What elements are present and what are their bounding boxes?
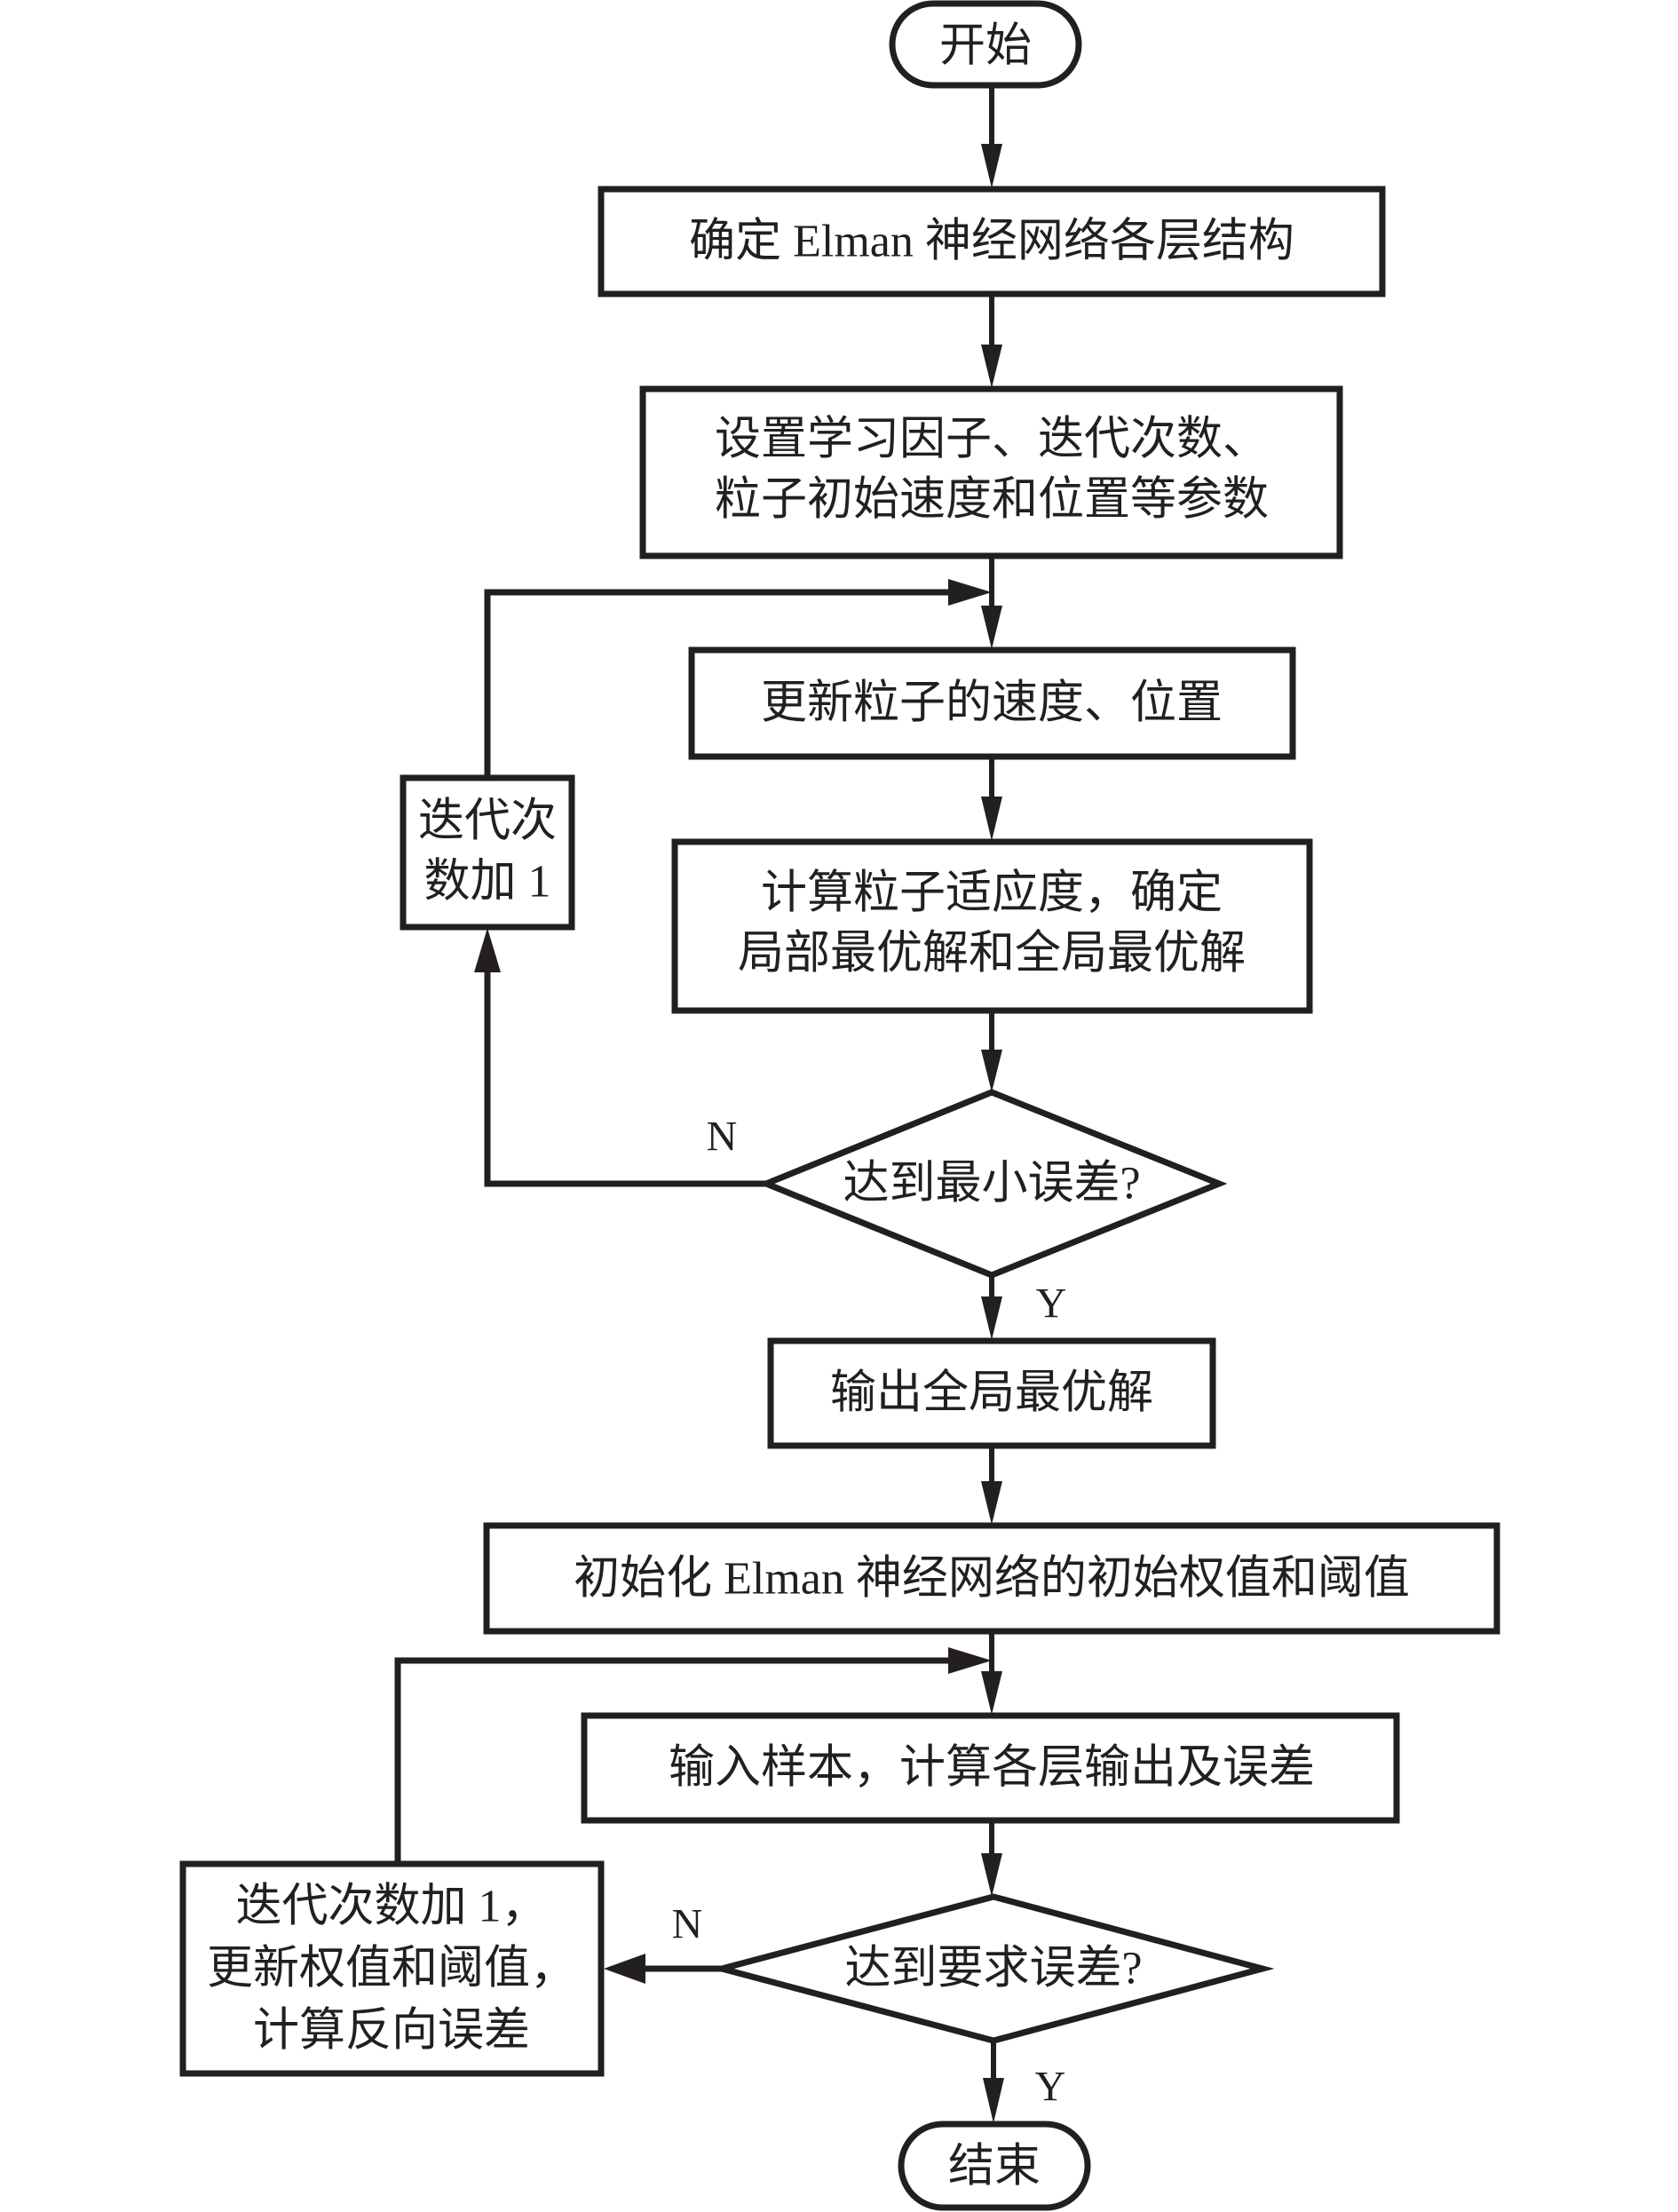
branch-label-no: N: [707, 1114, 738, 1161]
step-bp-update-line-2: 更新权值和阈值，: [207, 1944, 576, 1994]
branch-label-no-2: N: [672, 1901, 703, 1948]
step-update-particles: 更新粒子的速度、位置: [688, 646, 1296, 760]
connector-bp-loop-back: [394, 1647, 992, 1863]
connector-required-error-yes: [983, 2041, 1004, 2123]
process-box: [598, 186, 1386, 297]
arrow-head-icon: [981, 1481, 1002, 1525]
connector-pso-loop-back: [484, 579, 992, 778]
arrow-head-icon: [981, 1671, 1002, 1715]
arrow-head-icon: [981, 1050, 1002, 1092]
step-define-structure: 确定 Elman 神经网络各层结构: [598, 186, 1386, 297]
arrow-head-icon: [948, 579, 992, 606]
connector-input-to-decision: [981, 1820, 1002, 1897]
connector-min-error-no: [474, 928, 766, 1187]
connector-params-to-update: [981, 556, 1002, 649]
step-output-global-best-label: 输出全局最优解: [830, 1368, 1153, 1419]
step-compute-fitness: 计算粒子适应度，确定 局部最优解和全局最优解: [671, 838, 1313, 1014]
step-init-weights: 初始化 Elman 神经网络的初始权值和阈值: [483, 1522, 1500, 1635]
step-compute-fitness-line-2: 局部最优解和全局最优解: [738, 929, 1246, 979]
step-pso-increment-line-1: 迭代次: [418, 797, 557, 847]
arrow-head-icon: [981, 1853, 1002, 1897]
step-set-params-line-2: 粒子初始速度和位置等参数: [715, 475, 1269, 526]
arrow-head-icon: [604, 1954, 645, 1984]
step-bp-update-line-3: 计算反向误差: [253, 2006, 530, 2057]
decision-min-error-label: 达到最小误差?: [843, 1159, 1140, 1209]
end-terminal: 结束: [898, 2121, 1091, 2211]
arrow-head-icon: [981, 606, 1002, 649]
end-label: 结束: [948, 2142, 1041, 2192]
branch-label-yes: Y: [1036, 1280, 1067, 1328]
branch-label-yes-2: Y: [1035, 2064, 1066, 2111]
connector-required-error-no: [604, 1954, 722, 1984]
decision-required-error: 达到要求误差?: [709, 1893, 1275, 2044]
connector-min-error-yes: [981, 1275, 1002, 1340]
process-box: [179, 1860, 605, 2077]
process-box: [581, 1712, 1400, 1824]
connector-structure-to-params: [981, 294, 1002, 388]
arrow-head-icon: [981, 1296, 1002, 1340]
start-oval: [889, 0, 1082, 89]
step-define-structure-label: 确定 Elman 神经网络各层结构: [689, 217, 1294, 267]
arrow-head-icon: [981, 345, 1002, 388]
connector-init-to-input: [981, 1631, 1002, 1715]
connector-start-to-structure: [981, 85, 1002, 188]
arrow-head-icon: [981, 144, 1002, 188]
step-compute-fitness-line-1: 计算粒子适应度，确定: [761, 868, 1223, 919]
process-box: [483, 1522, 1500, 1635]
step-input-samples: 输入样本，计算各层输出及误差: [581, 1712, 1400, 1824]
end-oval: [898, 2121, 1091, 2211]
connector-fitness-to-decision: [981, 1011, 1002, 1092]
step-input-samples-label: 输入样本，计算各层输出及误差: [669, 1743, 1315, 1794]
connector-update-to-fitness: [981, 757, 1002, 841]
step-init-weights-label: 初始化 Elman 神经网络的初始权值和阈值: [574, 1554, 1410, 1605]
step-set-params-line-1: 设置学习因子、迭代次数、: [715, 415, 1269, 465]
step-pso-increment: 迭代次 数加 1: [400, 774, 575, 931]
step-set-params: 设置学习因子、迭代次数、 粒子初始速度和位置等参数: [639, 385, 1343, 559]
step-output-global-best: 输出全局最优解: [767, 1337, 1216, 1449]
process-box: [671, 838, 1313, 1014]
start-terminal: 开始: [889, 0, 1082, 89]
arrow-head-icon: [981, 797, 1002, 841]
step-update-particles-label: 更新粒子的速度、位置: [761, 678, 1223, 729]
process-box: [400, 774, 575, 931]
decision-required-error-label: 达到要求误差?: [844, 1944, 1142, 1994]
start-label: 开始: [939, 21, 1032, 72]
connector-output-to-init: [981, 1446, 1002, 1525]
decision-min-error: 达到最小误差?: [757, 1089, 1228, 1279]
step-bp-update-line-1: 迭代次数加 1，: [235, 1882, 547, 1932]
arrow-head-icon: [948, 1647, 992, 1674]
step-bp-update: 迭代次数加 1， 更新权值和阈值， 计算反向误差: [179, 1860, 605, 2077]
arrow-head-icon: [474, 928, 501, 972]
process-box: [688, 646, 1296, 760]
arrow-head-icon: [983, 2078, 1004, 2123]
step-pso-increment-line-2: 数加 1: [423, 857, 550, 908]
